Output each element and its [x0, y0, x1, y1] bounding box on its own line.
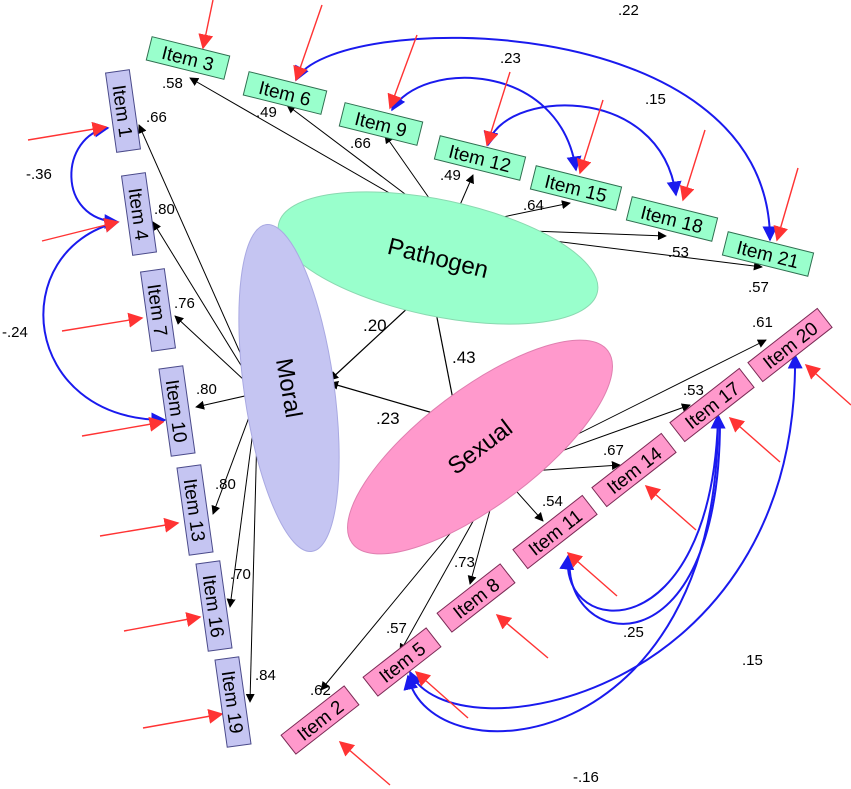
- loading-label-item4: .80: [154, 201, 175, 218]
- loading-label-item12: .49: [440, 167, 461, 184]
- error-arrow-item16: [123, 612, 202, 632]
- error-arrow-item13: [99, 517, 180, 537]
- cov-item6-item21: [295, 36, 778, 242]
- item-box-item4: Item 4: [120, 172, 158, 256]
- loading-label-item20: .61: [752, 314, 773, 331]
- error-arrow-item9: [387, 34, 418, 110]
- loading-label-item2: .62: [310, 682, 331, 699]
- cov-label-item5-item17: -.16: [573, 769, 599, 786]
- loading-label-item11: .54: [542, 493, 563, 510]
- cov-item4-item10: [42, 217, 167, 428]
- moral-factor: Moral: [238, 223, 340, 553]
- loading-label-item1: .66: [146, 109, 167, 126]
- loading-label-item14: .67: [603, 442, 624, 459]
- item-box-item16: Item 16: [195, 560, 233, 652]
- item-box-item19: Item 19: [214, 656, 252, 748]
- error-arrow-item5: [414, 671, 469, 719]
- item-box-item21: Item 21: [721, 231, 815, 277]
- loading-label-item8: .73: [454, 554, 475, 571]
- error-arrow-item11: [566, 552, 618, 597]
- error-arrow-item6: [293, 4, 323, 82]
- item-box-item5: Item 5: [362, 627, 442, 697]
- moral-factor-ellipse: [238, 223, 340, 553]
- loading-label-item6: .49: [256, 104, 277, 121]
- loading-label-item21: .57: [748, 279, 769, 296]
- moral-items: Item 1 Item 4 Item 7 Item 10 Item 13 Ite…: [104, 69, 252, 748]
- item-box-item15: Item 15: [529, 165, 623, 211]
- pathogen-factor: Pathogen: [277, 191, 599, 325]
- sexual-factor-ellipse: [347, 339, 613, 555]
- corr-label-moral-sexual: .23: [376, 409, 400, 428]
- item-box-item1: Item 1: [104, 69, 142, 153]
- loading-label-item18: .53: [668, 244, 689, 261]
- cov-label-item9-item15: .23: [500, 50, 521, 67]
- cov-item5-item17: [403, 413, 726, 733]
- error-arrow-item10: [81, 416, 165, 437]
- loading-labels: .58 .49 .66 .49 .64 .53 .57 .66 .80 .76 …: [146, 75, 773, 699]
- loading-label-item19: .84: [255, 667, 276, 684]
- loading-label-item15: .64: [523, 197, 544, 214]
- error-arrow-item14: [644, 485, 697, 531]
- error-arrow-item2: [338, 741, 391, 786]
- corr-label-pathogen-sexual: .43: [452, 348, 476, 367]
- correlation-labels: .20 .43 .23: [363, 316, 476, 428]
- error-arrow-item8: [495, 614, 549, 659]
- item-box-item8: Item 8: [436, 563, 516, 633]
- loading-label-item17: .53: [683, 382, 704, 399]
- cov-label-item5-item20: .15: [742, 652, 763, 669]
- loading-label-item9: .66: [350, 135, 371, 152]
- loading-label-item10: .80: [196, 381, 217, 398]
- error-arrow-item21: [773, 167, 799, 242]
- cov-label-item6-item21: .22: [618, 2, 639, 19]
- cov-item11-item17: [559, 419, 719, 612]
- sexual-factor: Sexual: [347, 339, 613, 555]
- error-arrows: [27, 0, 851, 786]
- error-arrow-item7: [61, 312, 144, 332]
- loading-label-item16: .70: [230, 566, 251, 583]
- error-arrow-item12: [483, 71, 511, 147]
- item-box-item7: Item 7: [139, 268, 177, 352]
- corr-label-pathogen-moral: .20: [363, 316, 387, 335]
- cov-item12-item18: [483, 104, 682, 197]
- item-box-item10: Item 10: [158, 365, 196, 457]
- cov-item1-item4: [70, 122, 120, 230]
- item-label: Item 3: [159, 43, 215, 76]
- error-arrow-item15: [576, 99, 604, 175]
- loading-arrow-moral-item1: [138, 124, 259, 394]
- error-arrow-item19: [142, 708, 224, 729]
- covariance-labels: .22 .23 .15 -.36 -.24 .25 .15 -.16: [2, 2, 763, 786]
- error-arrow-item1: [27, 121, 108, 141]
- error-arrow-item4: [41, 217, 120, 242]
- item-box-item17: Item 17: [669, 367, 755, 443]
- cov-label-item4-item10: -.24: [2, 324, 28, 341]
- cov-label-item1-item4: -.36: [26, 166, 52, 183]
- item-box-item3: Item 3: [145, 36, 231, 80]
- loading-label-item3: .58: [162, 75, 183, 92]
- error-arrow-item20: [804, 364, 851, 406]
- error-arrow-item3: [198, 0, 214, 50]
- pathogen-factor-ellipse: [277, 191, 599, 325]
- cov-label-item5-item11: .25: [623, 624, 644, 641]
- item-box-item13: Item 13: [176, 464, 214, 556]
- error-covariances: [42, 36, 803, 733]
- loading-label-item13: .80: [215, 476, 236, 493]
- error-arrow-item18: [679, 129, 706, 202]
- loading-label-item7: .76: [174, 295, 195, 312]
- cov-label-item12-item18: .15: [645, 91, 666, 108]
- error-arrow-item17: [728, 417, 781, 463]
- loading-label-item5: .57: [386, 620, 407, 637]
